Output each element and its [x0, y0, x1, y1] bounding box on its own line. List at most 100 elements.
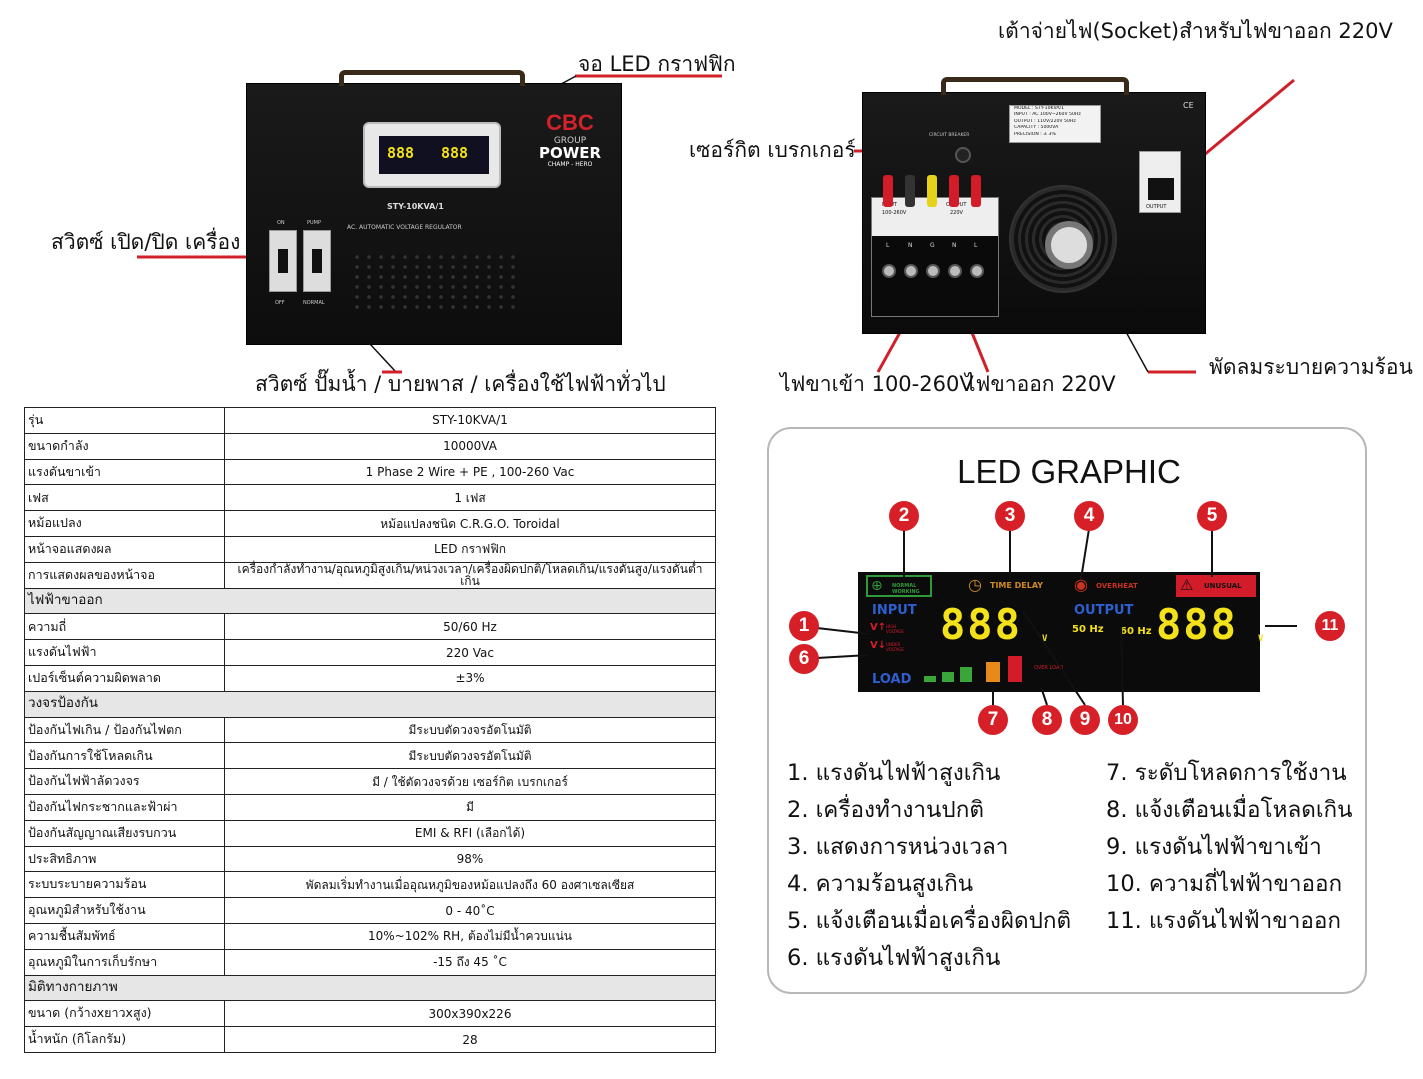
switch-normal-label: NORMAL — [303, 300, 325, 306]
carry-handle — [941, 77, 1129, 95]
legend-item: 3. แสดงการหน่วงเวลา — [787, 834, 1009, 860]
spec-key: ความถี่ — [24, 613, 225, 641]
cooling-fan — [1009, 185, 1117, 293]
spec-value: 300x390x226 — [224, 1000, 716, 1028]
rating-plate-line: CAPACITY : 5000VA — [1014, 125, 1059, 131]
spec-section-header: ไฟฟ้าขาออก — [24, 587, 716, 615]
output-wire-red-2 — [971, 175, 981, 207]
legend-item: 1. แรงดันไฟฟ้าสูงเกิน — [787, 760, 1001, 786]
plus-icon: ⊕ — [871, 578, 883, 594]
legend-item: 5. แจ้งเตือนเมื่อเครื่องผิดปกติ — [787, 908, 1072, 934]
spec-value: 10%~102% RH, ต้องไม่มีน้ำควบแน่น — [224, 922, 716, 950]
spec-key: แรงดันขาเข้า — [24, 458, 225, 486]
legend-item: 2. เครื่องทำงานปกติ — [787, 797, 984, 823]
spec-key: หม้อแปลง — [24, 510, 225, 537]
load-bar-2 — [942, 672, 954, 682]
spec-row: ความถี่50/60 Hz — [24, 613, 716, 641]
load-bar-3 — [960, 667, 972, 682]
output-socket[interactable]: OUTPUT — [1139, 151, 1181, 213]
time-delay-label: TIME DELAY — [990, 581, 1044, 590]
badge-2: 2 — [889, 501, 919, 531]
display-right-value: 888 — [441, 144, 469, 162]
pump-switch[interactable] — [303, 230, 331, 292]
spec-key: ประสิทธิภาพ — [24, 845, 225, 873]
legend-item: 4. ความร้อนสูงเกิน — [787, 871, 974, 897]
input-wire-black — [905, 175, 915, 207]
legend-item: 8. แจ้งเตือนเมื่อโหลดเกิน — [1106, 797, 1353, 823]
spec-value: มีระบบตัดวงจรอัตโนมัติ — [224, 716, 716, 744]
switch-pump-label: PUMP — [307, 220, 322, 226]
input-wire-red — [883, 175, 893, 207]
spec-value: 98% — [224, 845, 716, 873]
spec-row: ป้องกันการใช้โหลดเกินมีระบบตัดวงจรอัตโนม… — [24, 742, 716, 770]
spec-value: เครื่องกำลังทำงาน/อุณหภูมิสูงเกิน/หน่วงเ… — [224, 561, 716, 589]
badge-3: 3 — [995, 501, 1025, 531]
switch-off-label: OFF — [275, 300, 285, 306]
spec-key: ป้องกันสัญญาณเสียงรบกวน — [24, 819, 225, 847]
spec-key: น้ำหนัก (กิโลกรัม) — [24, 1026, 225, 1053]
spec-row: ป้องกันไฟฟ้าลัดวงจรมี / ใช้ตัดวงจรด้วย เ… — [24, 768, 716, 795]
hz60-label: 60 Hz — [1120, 626, 1152, 637]
spec-section-header: วงจรป้องกัน — [24, 690, 716, 718]
vent-grille — [351, 252, 521, 310]
spec-row: ป้องกันไฟกระชากและฟ้าผ่ามี — [24, 793, 716, 821]
spec-value: -15 ถึง 45 ˚C — [224, 948, 716, 976]
callout-socket: เต้าจ่ายไฟ(Socket)สำหรับไฟขาออก 220V — [998, 19, 1393, 43]
spec-key: เปอร์เซ็นต์ความผิดพลาด — [24, 664, 225, 692]
spec-value: 220 Vac — [224, 639, 716, 666]
spec-row: หม้อแปลงหม้อแปลงชนิด C.R.G.O. Toroidal — [24, 510, 716, 537]
badge-10: 10 — [1108, 705, 1138, 735]
thermometer-icon: ◉ — [1074, 575, 1088, 594]
legend-item: 10. ความถี่ไฟฟ้าขาออก — [1106, 871, 1343, 897]
load-bar-5 — [1008, 656, 1022, 682]
circuit-breaker[interactable] — [955, 147, 971, 163]
callout-fan: พัดลมระบายความร้อน — [1209, 355, 1413, 379]
under-voltage-label: UNDER VOLTAGE — [886, 642, 904, 652]
overheat-label: OVERHEAT — [1096, 582, 1138, 590]
rating-plate-line: MODEL : STY-10KVA/1 — [1014, 106, 1065, 111]
spec-value: มี / ใช้ตัดวงจรด้วย เซอร์กิต เบรกเกอร์ — [224, 768, 716, 795]
callout-led-display: จอ LED กราฟฟิก — [578, 52, 736, 76]
spec-value: มี — [224, 793, 716, 821]
output-voltage-digits: 888 — [1156, 600, 1238, 649]
spec-row: การแสดงผลของหน้าจอเครื่องกำลังทำงาน/อุณห… — [24, 561, 716, 589]
spec-row: ขนาด (กว้างxยาวxสูง)300x390x226 — [24, 1000, 716, 1028]
terminal-block: INPUT 100-260V OUTPUT 220V L N G N L — [871, 197, 999, 317]
spec-value: หม้อแปลงชนิด C.R.G.O. Toroidal — [224, 510, 716, 537]
spec-value: 1 เฟส — [224, 484, 716, 512]
spec-value: 0 - 40˚C — [224, 897, 716, 924]
spec-row: น้ำหนัก (กิโลกรัม)28 — [24, 1026, 716, 1053]
legend-item: 9. แรงดันไฟฟ้าขาเข้า — [1106, 834, 1322, 860]
legend-item: 11. แรงดันไฟฟ้าขาออก — [1106, 908, 1341, 934]
spec-value: มีระบบตัดวงจรอัตโนมัติ — [224, 742, 716, 770]
high-voltage-icon: V↑ — [870, 622, 887, 633]
spec-value: 1 Phase 2 Wire + PE , 100-260 Vac — [224, 458, 716, 486]
spec-key: อุณหภูมิสำหรับใช้งาน — [24, 897, 225, 924]
callout-input: ไฟขาเข้า 100-260V — [780, 372, 974, 396]
input-voltage-digits: 888 — [940, 600, 1022, 649]
ce-mark: CE — [1183, 101, 1194, 110]
spec-row: ป้องกันไฟเกิน / ป้องกันไฟตกมีระบบตัดวงจร… — [24, 716, 716, 744]
spec-section-label: ไฟฟ้าขาออก — [24, 587, 716, 615]
spec-value: พัดลมเริ่มทำงานเมื่ออุณหภูมิของหม้อแปลงถ… — [224, 871, 716, 899]
spec-value: LED กราฟฟิก — [224, 535, 716, 563]
high-voltage-label: HIGH VOLTAGE — [886, 624, 904, 634]
spec-value: EMI & RFI (เลือกได้) — [224, 819, 716, 847]
load-label: LOAD — [872, 672, 912, 687]
clock-icon: ◷ — [968, 575, 982, 594]
legend-item: 6. แรงดันไฟฟ้าสูงเกิน — [787, 945, 1001, 971]
spec-key: หน้าจอแสดงผล — [24, 535, 225, 563]
output-wire-red — [949, 175, 959, 207]
spec-section-label: มิติทางกายภาพ — [24, 974, 716, 1002]
spec-key: การแสดงผลของหน้าจอ — [24, 561, 225, 589]
normal-working-indicator: ⊕ NORMAL WORKING — [866, 575, 932, 597]
power-switch[interactable] — [269, 230, 297, 292]
